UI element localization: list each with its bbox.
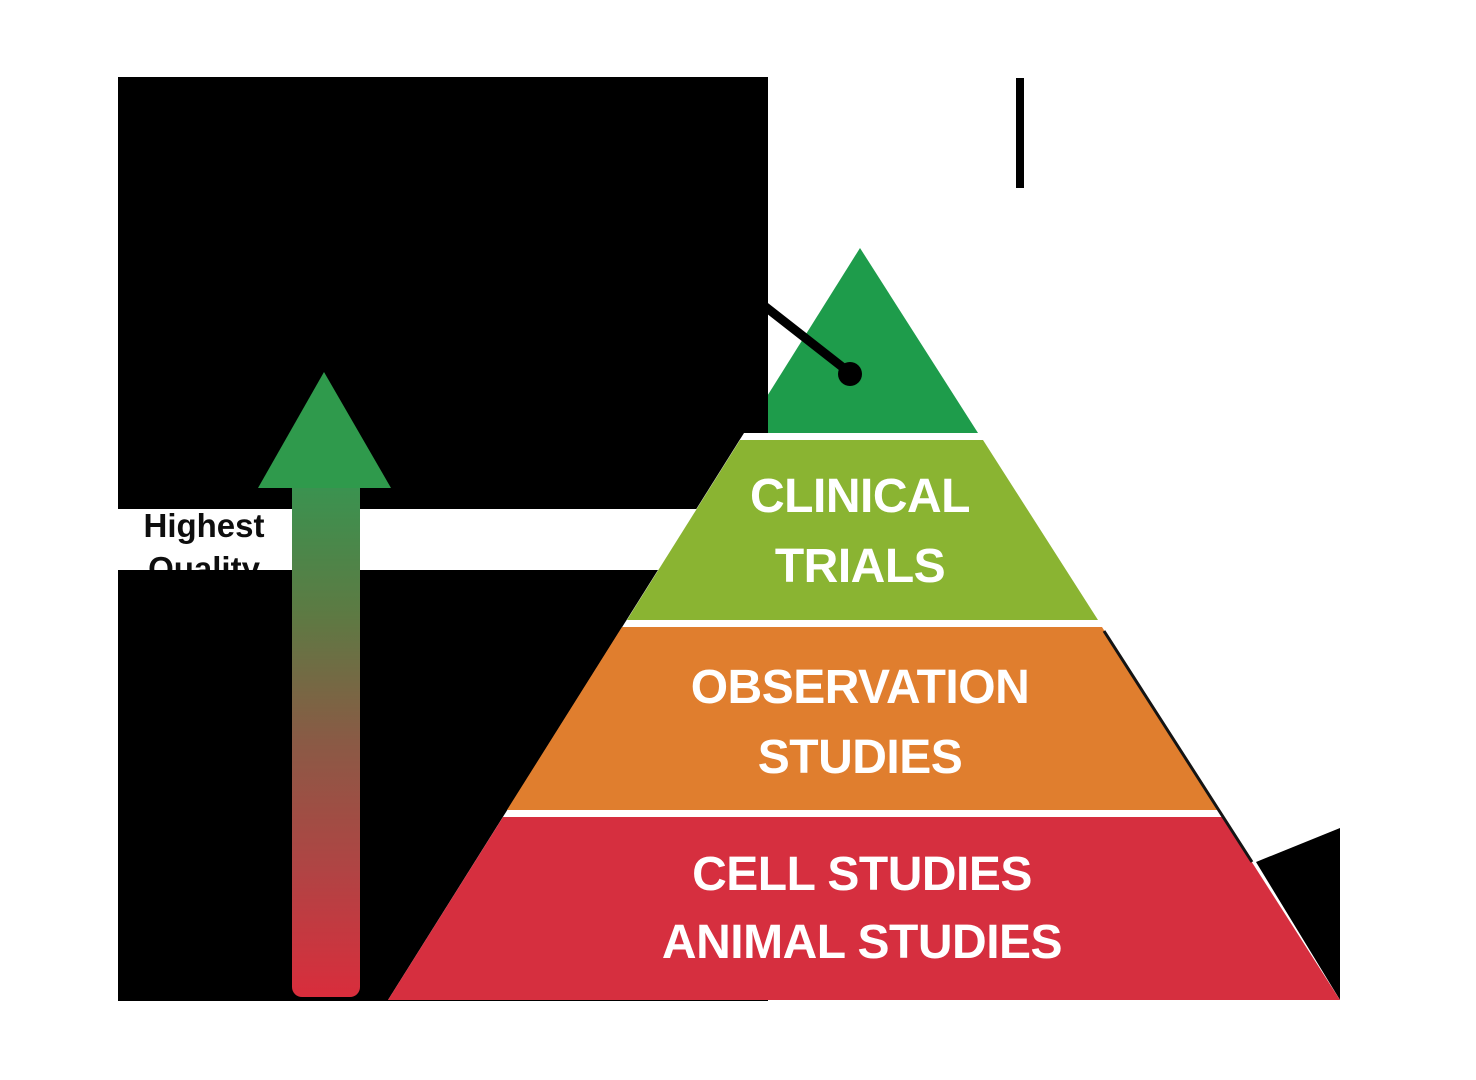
- animal-studies-line: ANIMAL STUDIES: [661, 916, 1063, 969]
- quality-arrow-shaft: [292, 486, 360, 997]
- redacted-block-upper-left: [118, 77, 768, 509]
- observation-studies-line1: OBSERVATION: [690, 661, 1030, 714]
- observation-studies-label: OBSERVATION STUDIES: [610, 653, 1110, 793]
- quality-axis-label: Highest Quality: [104, 504, 304, 570]
- cell-studies-line: CELL STUDIES: [692, 848, 1032, 901]
- clinical-trials-section: [627, 440, 1098, 620]
- observation-studies-line2: STUDIES: [757, 731, 963, 784]
- quality-axis-line1: Highest: [143, 507, 265, 544]
- redacted-wedge-right: [1256, 828, 1340, 1000]
- clinical-trials-line2: TRIALS: [774, 540, 946, 593]
- clinical-trials-line1: CLINICAL: [750, 470, 970, 523]
- right-slope-edge-line: [1102, 630, 1254, 863]
- observation-studies-section: [507, 627, 1219, 810]
- callout-dot: [838, 362, 862, 386]
- vertical-tick-line: [1016, 78, 1024, 188]
- quality-axis-label-clip: Highest Quality: [104, 504, 304, 570]
- pyramid-top-section: [744, 248, 978, 433]
- quality-arrow-head: [258, 372, 391, 488]
- cell-animal-studies-section: [388, 817, 1340, 1000]
- callout-line: [753, 296, 855, 378]
- cell-animal-studies-label: CELL STUDIES ANIMAL STUDIES: [562, 841, 1162, 977]
- clinical-trials-label: CLINICAL TRIALS: [610, 462, 1110, 602]
- quality-axis-line2: Quality: [148, 550, 260, 570]
